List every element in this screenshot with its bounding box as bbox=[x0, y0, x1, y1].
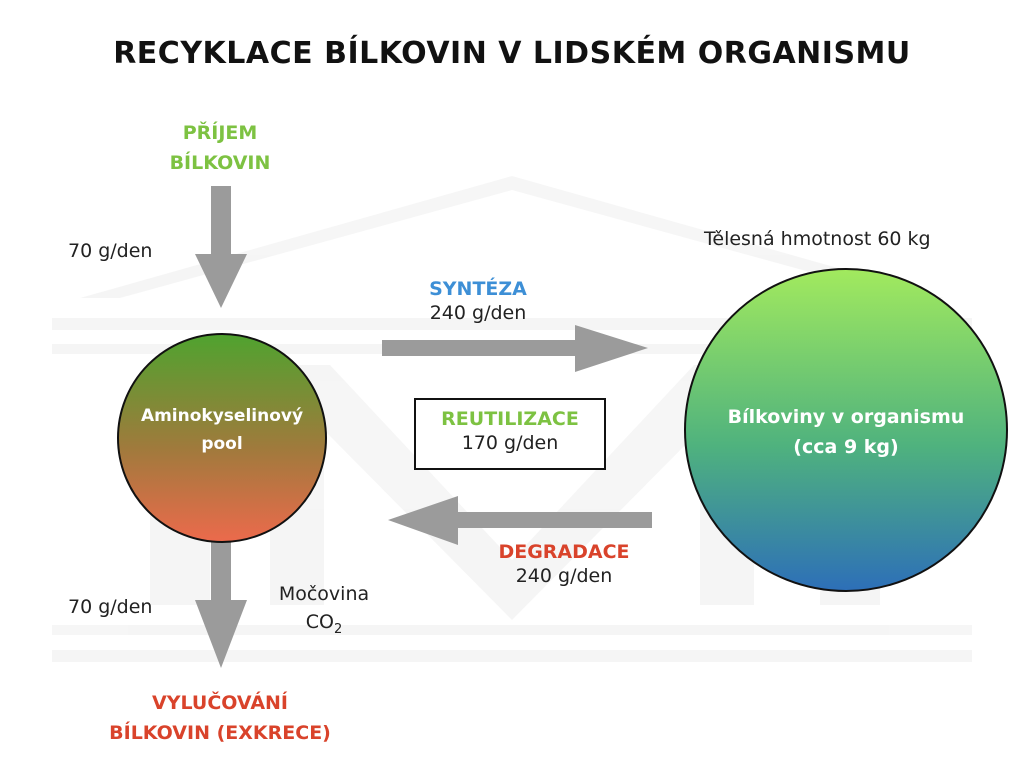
excretion-amount: 70 g/den bbox=[68, 596, 153, 618]
reutilization-box: REUTILIZACE 170 g/den bbox=[414, 398, 606, 470]
amino-pool-line2: pool bbox=[201, 434, 243, 454]
intake-arrow bbox=[195, 186, 247, 308]
synthesis-label: SYNTÉZA bbox=[429, 278, 527, 300]
co2-subscript: 2 bbox=[333, 621, 343, 637]
synthesis-block: SYNTÉZA 240 g/den bbox=[398, 278, 558, 324]
body-proteins-line1: Bílkoviny v organismu bbox=[727, 406, 965, 428]
co2-base: CO bbox=[305, 611, 334, 633]
body-weight-label: Tělesná hmotnost 60 kg bbox=[704, 228, 931, 250]
degradation-label: DEGRADACE bbox=[498, 541, 630, 563]
degradation-arrow bbox=[388, 496, 652, 545]
intake-label: PŘÍJEM BÍLKOVIN bbox=[140, 118, 300, 178]
degradation-block: DEGRADACE 240 g/den bbox=[474, 541, 654, 587]
excretion-label: VYLUČOVÁNÍ BÍLKOVIN (EXKRECE) bbox=[70, 688, 370, 748]
body-proteins-line2: (cca 9 kg) bbox=[793, 436, 899, 458]
synthesis-amount: 240 g/den bbox=[429, 302, 527, 324]
page-title: RECYKLACE BÍLKOVIN V LIDSKÉM ORGANISMU bbox=[113, 36, 911, 71]
intake-amount: 70 g/den bbox=[68, 240, 153, 262]
body-proteins-label: Bílkoviny v organismu (cca 9 kg) bbox=[700, 402, 992, 462]
intake-label-line1: PŘÍJEM bbox=[182, 122, 258, 144]
excretion-label-line2: BÍLKOVIN (EXKRECE) bbox=[109, 722, 331, 744]
amino-pool-label: Aminokyselinový pool bbox=[112, 402, 332, 458]
flow-arrows bbox=[195, 186, 652, 668]
excretion-label-line1: VYLUČOVÁNÍ bbox=[152, 692, 288, 714]
intake-label-line2: BÍLKOVIN bbox=[169, 152, 271, 174]
byproduct-urea: Močovina bbox=[278, 583, 370, 605]
synthesis-arrow bbox=[382, 325, 648, 372]
byproduct-co2: CO2 bbox=[262, 608, 386, 644]
reutilization-label: REUTILIZACE bbox=[441, 408, 579, 430]
reutilization-amount: 170 g/den bbox=[461, 432, 559, 454]
byproducts-block: Močovina CO2 bbox=[262, 580, 386, 644]
amino-pool-circle bbox=[117, 333, 327, 543]
excretion-arrow bbox=[195, 540, 247, 668]
body-proteins-circle bbox=[684, 268, 1008, 592]
amino-pool-line1: Aminokyselinový bbox=[140, 406, 304, 426]
degradation-amount: 240 g/den bbox=[515, 565, 613, 587]
